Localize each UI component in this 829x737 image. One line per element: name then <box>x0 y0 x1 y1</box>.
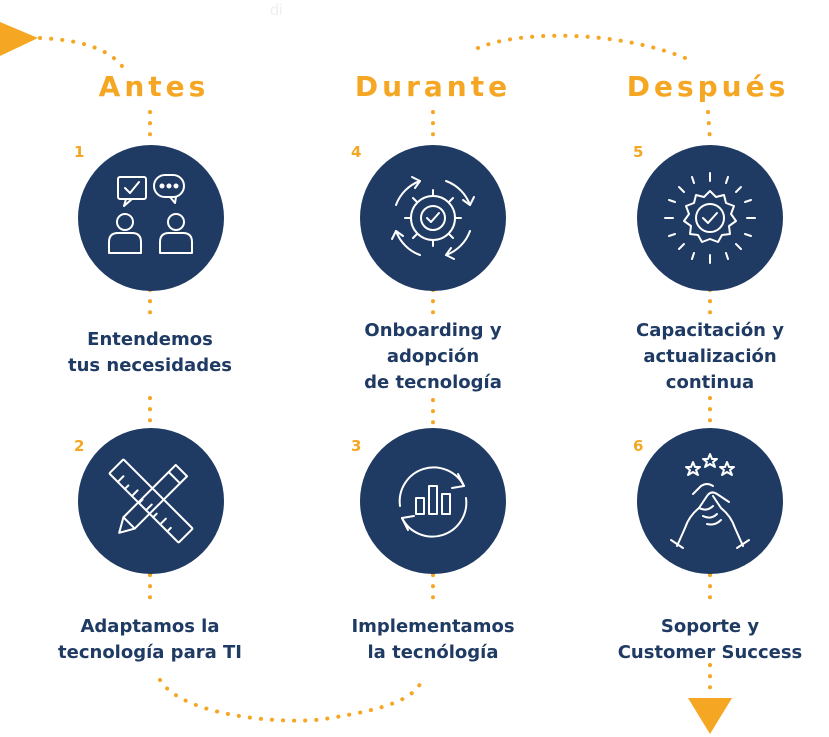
step-circle <box>360 428 506 574</box>
step-label-line: Adaptamos la <box>80 616 220 637</box>
step-number: 2 <box>74 437 85 455</box>
step-label-line: Entendemos <box>87 329 213 350</box>
chart-cycle-icon <box>398 466 468 538</box>
path-top-arc <box>476 33 692 62</box>
step-label-line: la tecnólogía <box>367 642 499 663</box>
step-label-line: tecnología para TI <box>58 642 242 663</box>
step-label-line: continua <box>665 372 755 393</box>
step-label-line: Soporte y <box>660 616 760 637</box>
ruler-pencil-icon <box>108 458 194 544</box>
phase-durante: Durante <box>354 70 512 103</box>
step-label-line: Capacitación y <box>636 320 784 341</box>
step-label: Onboarding y adopción de tecnología <box>313 318 553 396</box>
step-label-line: Implementamos <box>351 616 515 637</box>
step-label: Entendemos tus necesidades <box>30 327 270 379</box>
step-circle <box>360 145 506 291</box>
step-number: 3 <box>351 437 362 455</box>
step-label-line: tus necesidades <box>67 355 233 376</box>
step-label-line: adopción <box>386 346 480 367</box>
step-label-line: de tecnología <box>364 372 502 393</box>
handshake-stars-icon <box>670 453 750 549</box>
end-arrow-icon <box>688 698 732 734</box>
phase-despues: Después <box>626 70 790 103</box>
step-number: 6 <box>633 437 644 455</box>
step-label-line: Customer Success <box>617 642 803 663</box>
step-circle <box>637 428 783 574</box>
faint-background-text: di <box>270 2 283 19</box>
gear-cycle-icon <box>391 176 475 260</box>
start-arrow-icon <box>0 22 38 56</box>
badge-check-icon <box>664 172 756 264</box>
step-label-line: actualización <box>643 346 777 367</box>
step-circle <box>637 145 783 291</box>
step-number: 5 <box>633 143 644 161</box>
path-bottom-curve <box>158 673 425 723</box>
step-number: 1 <box>74 143 85 161</box>
step-label: Soporte y Customer Success <box>590 614 829 666</box>
step-label: Capacitación y actualización continua <box>590 318 829 396</box>
phase-antes: Antes <box>98 70 210 103</box>
step-label: Implementamos la tecnólogía <box>313 614 553 666</box>
step-label: Adaptamos la tecnología para TI <box>30 614 270 666</box>
step-circle <box>78 145 224 291</box>
step-number: 4 <box>351 143 362 161</box>
step-label-line: Onboarding y <box>364 320 502 341</box>
conversation-icon <box>108 174 193 254</box>
path-start-curve <box>38 36 127 72</box>
step-circle <box>78 428 224 574</box>
path-despues-top <box>706 110 712 142</box>
